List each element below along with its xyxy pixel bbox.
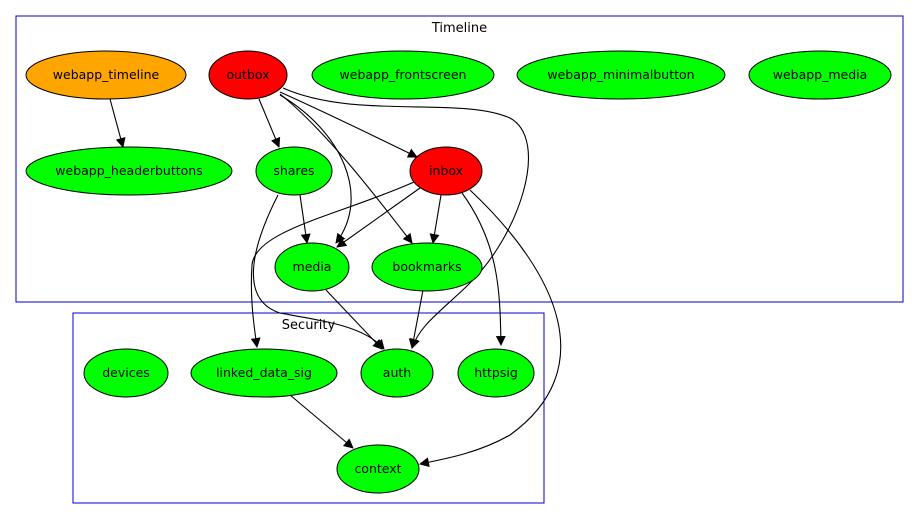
cluster-security: Security (72, 312, 545, 504)
edge-inbox-bookmarks (429, 194, 442, 244)
cluster-timeline-label: Timeline (431, 21, 487, 36)
edge-outbox-inbox (279, 91, 418, 158)
node-webapp_media-label: webapp_media (773, 67, 868, 82)
cluster-timeline: Timeline (15, 15, 904, 303)
edges (109, 87, 562, 468)
cluster-timeline-border (15, 15, 904, 303)
node-webapp_frontscreen-shape (311, 50, 495, 100)
node-webapp_media-shape (748, 50, 892, 100)
edge-shares-auth (252, 194, 385, 350)
node-context-shape (336, 444, 420, 494)
node-webapp_minimalbutton[interactable]: webapp_minimalbutton (516, 50, 726, 100)
node-auth-shape (360, 348, 434, 398)
edge-outbox-auth (282, 87, 529, 349)
node-webapp_minimalbutton-shape (516, 50, 726, 100)
node-auth[interactable]: auth (360, 348, 434, 398)
edge-inbox-context (419, 189, 562, 468)
node-webapp_timeline-shape (25, 50, 187, 100)
node-webapp_minimalbutton-label: webapp_minimalbutton (547, 67, 694, 82)
node-webapp_headerbuttons-shape (25, 146, 233, 196)
node-inbox-shape (409, 146, 483, 196)
node-context[interactable]: context (336, 444, 420, 494)
node-shares-shape (255, 146, 333, 196)
node-shares-label: shares (273, 163, 314, 178)
edge-inbox-media (336, 187, 421, 248)
node-media[interactable]: media (274, 242, 350, 292)
edge-outbox-bookmarks (279, 93, 413, 244)
node-bookmarks-shape (371, 242, 483, 292)
cluster-security-label: Security (282, 318, 336, 333)
node-devices-label: devices (102, 365, 150, 380)
node-linked_data_sig-shape (190, 348, 338, 398)
node-webapp_timeline-label: webapp_timeline (53, 67, 160, 82)
cluster-security-border (72, 312, 545, 504)
node-media-label: media (293, 259, 332, 274)
edge-media-auth (325, 289, 383, 350)
node-httpsig[interactable]: httpsig (457, 348, 535, 398)
edge-webapp_timeline-webapp_headerbuttons (109, 98, 126, 148)
node-outbox[interactable]: outbox (208, 50, 288, 100)
node-webapp_frontscreen[interactable]: webapp_frontscreen (311, 50, 495, 100)
node-shares[interactable]: shares (255, 146, 333, 196)
node-bookmarks[interactable]: bookmarks (371, 242, 483, 292)
edge-linked_data_sig-context (289, 394, 354, 449)
node-bookmarks-label: bookmarks (392, 259, 461, 274)
edge-inbox-linked_data_sig (250, 181, 415, 348)
node-webapp_timeline[interactable]: webapp_timeline (25, 50, 187, 100)
node-webapp_frontscreen-label: webapp_frontscreen (340, 67, 467, 82)
node-media-shape (274, 242, 350, 292)
node-auth-label: auth (383, 365, 411, 380)
node-inbox-label: inbox (429, 163, 463, 178)
node-webapp_headerbuttons-label: webapp_headerbuttons (55, 163, 202, 178)
edge-outbox-media (279, 94, 352, 244)
node-devices-shape (83, 348, 169, 398)
node-httpsig-label: httpsig (474, 365, 518, 380)
node-webapp_media[interactable]: webapp_media (748, 50, 892, 100)
node-outbox-shape (208, 50, 288, 100)
node-httpsig-shape (457, 348, 535, 398)
edge-bookmarks-auth (408, 289, 424, 349)
edge-shares-media (299, 194, 311, 244)
edge-inbox-httpsig (461, 192, 506, 346)
node-outbox-label: outbox (226, 67, 269, 82)
node-context-label: context (354, 461, 401, 476)
node-linked_data_sig[interactable]: linked_data_sig (190, 348, 338, 398)
node-webapp_headerbuttons[interactable]: webapp_headerbuttons (25, 146, 233, 196)
node-linked_data_sig-label: linked_data_sig (216, 365, 312, 380)
node-inbox[interactable]: inbox (409, 146, 483, 196)
edge-outbox-shares (258, 98, 281, 148)
node-devices[interactable]: devices (83, 348, 169, 398)
